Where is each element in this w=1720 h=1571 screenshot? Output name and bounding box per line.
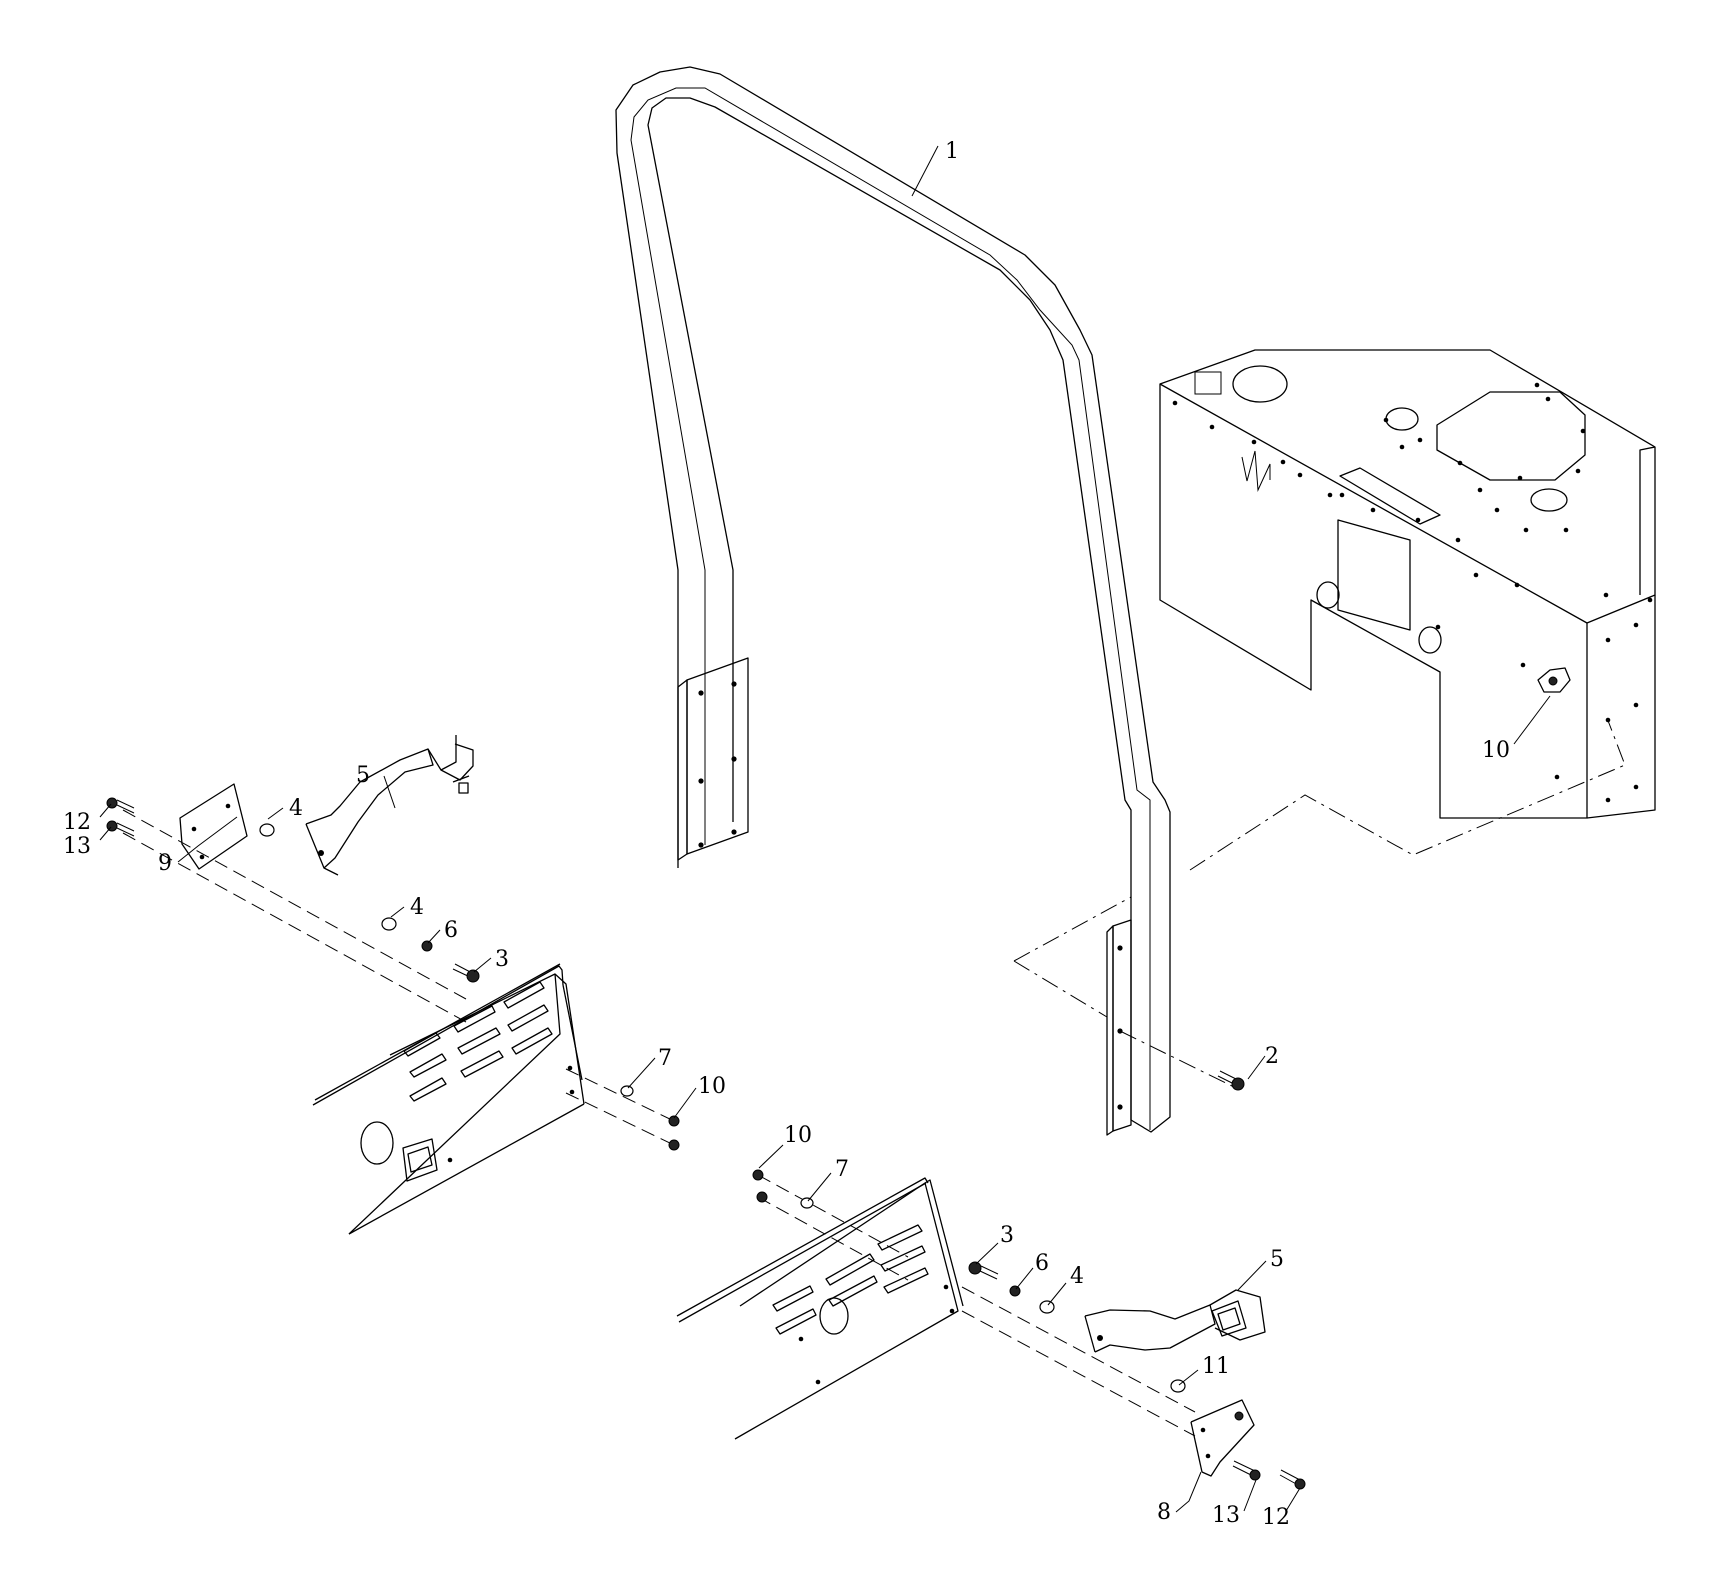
washer-7-left [620, 1085, 634, 1097]
nut-10-left-b [668, 1139, 680, 1151]
callout-1: 1 [945, 139, 959, 164]
callout-7-left: 7 [658, 1046, 672, 1071]
lock-washer-6-right [1009, 1285, 1021, 1297]
roll-bar-mount-plate-right [1106, 919, 1132, 1136]
callout-2: 2 [1265, 1044, 1279, 1069]
roll-bar-mount-plate-left [677, 657, 749, 861]
bolt-12-right [1279, 1469, 1306, 1490]
washer-4-left-a [259, 823, 275, 837]
callout-10-frame: 10 [1482, 738, 1510, 763]
left-side-panel [312, 963, 585, 1235]
frame-holes [1172, 382, 1653, 803]
lock-washer-6-left [421, 940, 433, 952]
callout-13-right: 13 [1212, 1503, 1240, 1528]
callout-10-left: 10 [698, 1074, 726, 1099]
callout-5-left: 5 [356, 763, 370, 788]
seat-belt-5-left [305, 735, 474, 876]
callout-4-right: 4 [1070, 1264, 1084, 1289]
centerlines [1013, 717, 1626, 1089]
right-hardware-stack [752, 1070, 1306, 1490]
bolt-3-right [968, 1261, 999, 1280]
bolt-12-left [106, 797, 135, 814]
left-hardware-stack [106, 735, 680, 1151]
callout-12-right: 12 [1262, 1505, 1290, 1530]
bolt-2 [1217, 1070, 1245, 1091]
callout-9: 9 [158, 851, 172, 876]
right-panel-louvers [772, 1224, 929, 1335]
bolt-13-right [1232, 1460, 1261, 1481]
nut-10-right-b [756, 1191, 768, 1203]
callout-3-right: 3 [1000, 1223, 1014, 1248]
left-panel-louvers [403, 981, 553, 1102]
washer-4-left-b [381, 917, 397, 931]
right-side-panel [676, 1177, 964, 1440]
callout-8: 8 [1157, 1500, 1171, 1525]
frame-enclosure [1159, 349, 1656, 819]
callout-6-right: 6 [1035, 1251, 1049, 1276]
bolt-13-left [106, 820, 135, 837]
callout-11: 11 [1202, 1354, 1230, 1379]
callout-labels: 1 2 3 3 4 4 4 5 5 6 6 7 7 8 9 10 10 10 1… [63, 139, 1510, 1530]
washer-7-right [800, 1197, 814, 1209]
callout-10-right: 10 [784, 1123, 812, 1148]
callout-3-left: 3 [495, 947, 509, 972]
bolt-3-left [452, 963, 480, 983]
callout-4-left-a: 4 [289, 796, 303, 821]
leader-lines [99, 145, 1551, 1513]
nut-10-left-a [668, 1115, 680, 1127]
washer-4-right [1039, 1300, 1055, 1314]
nut-10-right-a [752, 1169, 764, 1181]
callout-5-right: 5 [1270, 1247, 1284, 1272]
callout-7-right: 7 [835, 1157, 849, 1182]
roll-bar [615, 66, 1171, 1136]
callout-13-left: 13 [63, 834, 91, 859]
bracket-8 [1190, 1399, 1255, 1477]
callout-6-left: 6 [444, 918, 458, 943]
seat-belt-5-right [1084, 1289, 1266, 1353]
bracket-9 [179, 783, 248, 870]
callout-12-left: 12 [63, 810, 91, 835]
callout-4-left-b: 4 [410, 895, 424, 920]
